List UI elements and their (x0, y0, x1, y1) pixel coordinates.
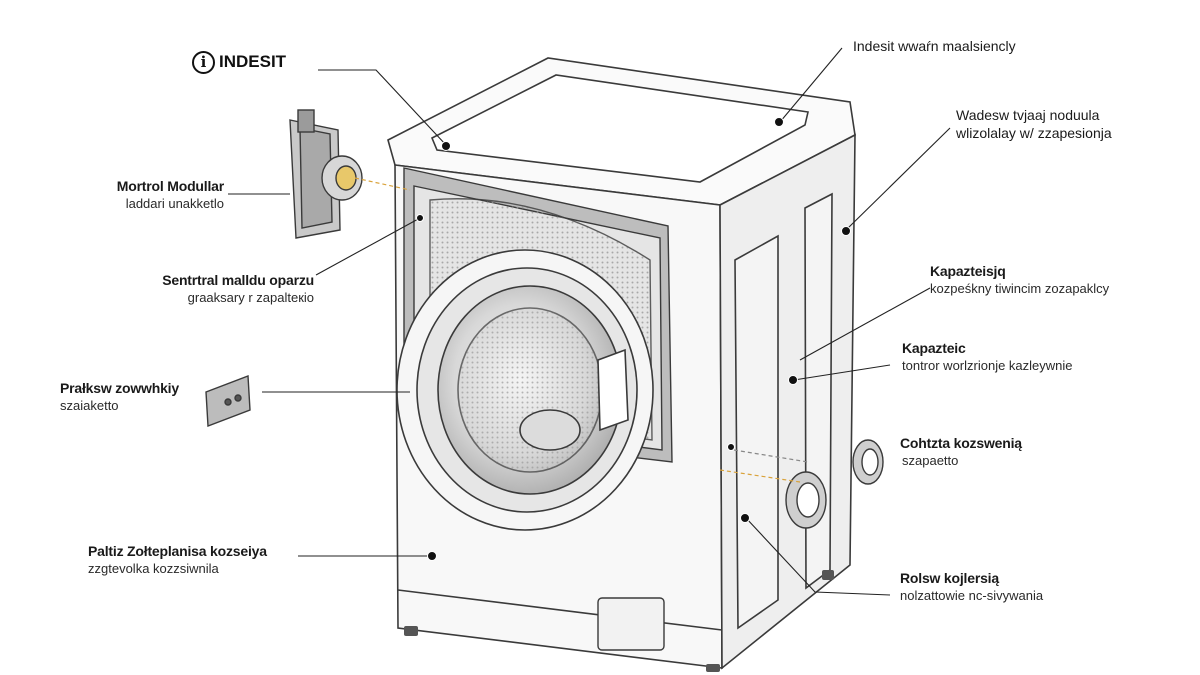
label-low-right-1: Cohtzta kozswenią szapaetto (900, 435, 1022, 469)
top-lid-inner (430, 74, 809, 183)
foot (706, 664, 720, 672)
label-bottom-left-title: Paltiz Zołteplanisa kozseiya (88, 543, 267, 559)
label-upper-right-line1: Wadesw tvjaaj noduula (956, 107, 1100, 123)
label-low-right-2: Rolsw kojlersią nolzattowie nc-sivywania (900, 570, 1043, 604)
label-upper-right: Wadesw tvjaaj noduula wlizolalay w/ zzap… (956, 107, 1112, 142)
label-low-right-1-title: Cohtzta kozswenią (900, 435, 1022, 451)
label-control-module-sub: laddari unakketlo (125, 195, 224, 211)
leader-low-right-2 (745, 517, 891, 596)
callout-dots (416, 117, 851, 561)
label-switch-sub: szaiaketto (60, 397, 119, 413)
leader-brand (318, 69, 447, 146)
plinth (397, 589, 723, 631)
label-mid-right-2-title: Kapazteic (902, 340, 966, 356)
callout-dot (727, 443, 735, 451)
label-top-right-title: Indesit wwaŕn maalsiencly (853, 38, 1016, 54)
callout-dot (427, 551, 437, 561)
control-module-part (289, 109, 363, 239)
switch-dot (234, 394, 242, 402)
label-control-module-title: Mortrol Modullar (116, 178, 224, 194)
label-mid-right-1: Kapazteisjq kozpeśkny tiwincim zozapaklc… (930, 263, 1109, 297)
feet (404, 570, 834, 672)
label-mid-right-2-sub: tontror worlzrionje kazleywnie (902, 357, 1073, 373)
callout-dot (416, 214, 424, 222)
indesit-logo-icon: i (192, 51, 215, 74)
module-face (299, 127, 333, 229)
label-upper-right-line2: wlizolalay w/ zzapesionja (956, 124, 1112, 141)
callout-dot (841, 226, 851, 236)
brand-name: INDESIT (219, 51, 287, 71)
label-switch: Prałksw zowwhkiy szaiaketto (60, 380, 179, 414)
switch-part (205, 375, 251, 427)
seal-rings (785, 439, 884, 529)
accent-dash (354, 177, 411, 191)
label-low-right-2-sub: nolzattowie nc-sivywania (900, 587, 1044, 603)
label-top-right: Indesit wwaŕn maalsiencly (853, 38, 1016, 56)
side-groove-1 (734, 234, 779, 630)
label-control-module: Mortrol Modullar laddari unakketlo (100, 178, 224, 212)
drum-paddle (597, 348, 629, 432)
seal-ring-1-inner (796, 482, 820, 518)
label-bottom-left: Paltiz Zołteplanisa kozseiya zzgtevolka … (88, 543, 267, 577)
leader-mid-right-1 (799, 287, 931, 361)
side-groove-2 (804, 192, 833, 590)
callout-dot (774, 117, 784, 127)
leader-lines (228, 47, 951, 596)
callout-dot (441, 141, 451, 151)
label-low-right-1-sub: szapaetto (902, 452, 959, 468)
label-mid-right-2: Kapazteic tontror worlzrionje kazleywnie (902, 340, 1073, 374)
label-low-right-2-title: Rolsw kojlersią (900, 570, 999, 586)
label-mid-right-1-title: Kapazteisjq (930, 263, 1006, 279)
label-mid-right-1-sub: kozpeśkny tiwincim zozapaklcy (930, 280, 1110, 296)
foot (404, 626, 418, 636)
label-central-module-sub: graaksary r zapalteкio (187, 289, 314, 305)
callout-dot (740, 513, 750, 523)
switch-dot (224, 398, 232, 406)
label-central-module-title: Sentrtral malldu oparzu (162, 272, 314, 288)
label-bottom-left-sub: zzgtevolka kozzsiwnila (88, 560, 219, 576)
leader-mid-right-2 (793, 364, 891, 381)
callout-dot (788, 375, 798, 385)
label-switch-title: Prałksw zowwhkiy (60, 380, 179, 396)
drum-hub (519, 409, 581, 451)
module-knob (297, 109, 315, 133)
label-central-module: Sentrtral malldu oparzu graaksary r zapa… (140, 272, 314, 306)
drum-perforation (457, 307, 603, 473)
foot (822, 570, 834, 580)
seal-ring-2-inner (861, 448, 879, 476)
leader-top-right (779, 47, 843, 123)
door (396, 249, 654, 531)
leader-upper-right (845, 127, 951, 231)
module-gear-center (335, 165, 357, 191)
leader-central (315, 217, 421, 276)
filter-hatch (597, 597, 665, 651)
accent-dash (733, 449, 809, 463)
